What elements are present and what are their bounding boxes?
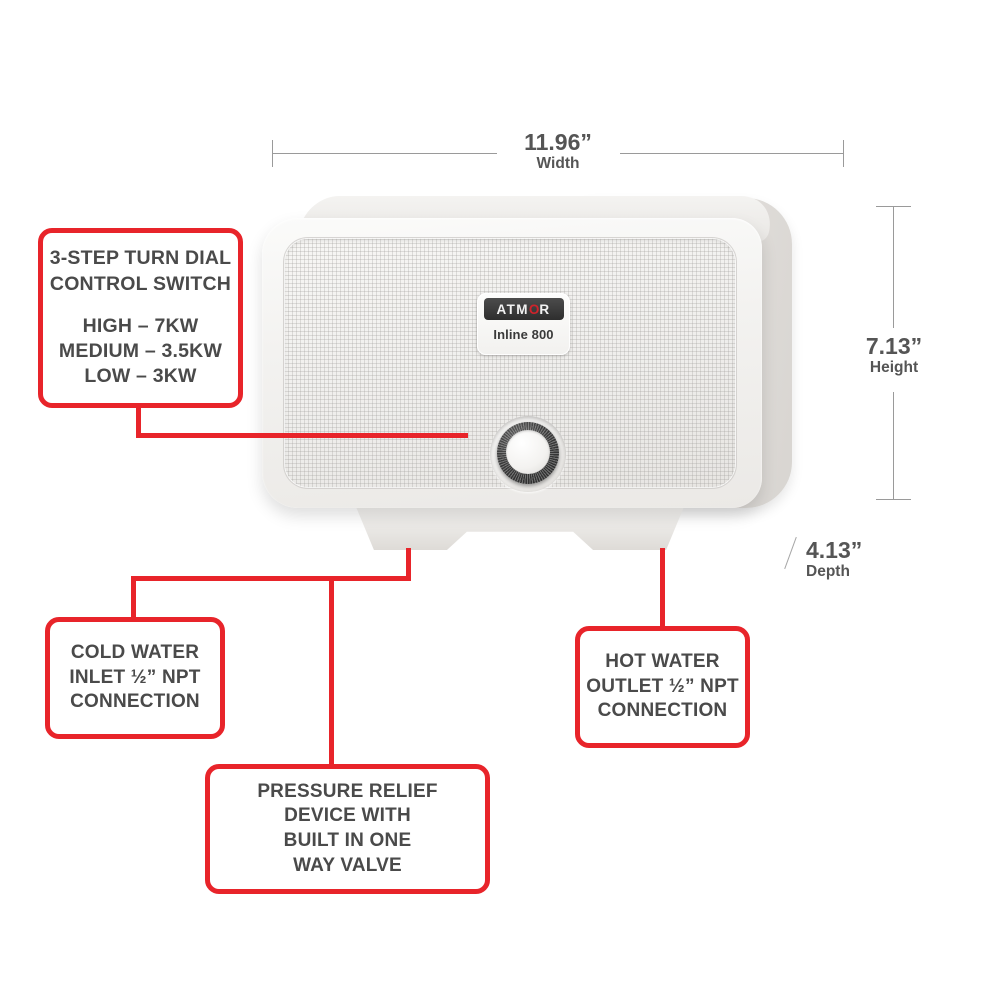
callout-pressure-line-4: WAY VALVE [293,854,402,876]
height-dimension-tick-top [876,206,911,207]
callout-cold-water-inlet: COLD WATER INLET ½” NPT CONNECTION [45,617,225,739]
callout-dial-line-1: 3-STEP TURN DIAL [49,247,232,270]
unit-mounting-bracket [354,502,686,550]
control-dial-bezel [490,416,566,492]
height-value: 7.13” [865,333,923,359]
leader-dial-stub [136,403,141,438]
depth-caption: Depth [806,563,850,581]
control-dial-knob[interactable] [497,422,559,484]
callout-pressure-relief: PRESSURE RELIEF DEVICE WITH BUILT IN ONE… [205,764,490,894]
width-dimension-tick-left [272,140,273,167]
leader-bottom-horizontal [131,576,411,581]
leader-to-hot-water [660,548,665,630]
leader-dial-to-knob [136,433,468,438]
logo-text-start: ATM [496,301,529,317]
height-dimension-label: 7.13” Height [838,334,950,378]
callout-hot-line-1: HOT WATER [605,650,720,672]
logo-accent-o: O [528,301,540,317]
width-dimension-line-right [620,153,843,154]
callout-dial-line-2: CONTROL SWITCH [49,272,232,295]
callout-cold-line-3: CONNECTION [70,691,200,713]
callout-hot-line-2: OUTLET ½” NPT [586,675,739,697]
width-dimension-tick-right [843,140,844,167]
height-dimension-line-top [893,206,894,328]
callout-dial-line-3: HIGH – 7KW [82,314,199,337]
leader-bottom-trunk [406,548,411,581]
depth-dimension-label: 4.13” Depth [806,538,926,582]
callout-cold-line-2: INLET ½” NPT [69,666,201,688]
callout-control-dial: 3-STEP TURN DIAL CONTROL SWITCH HIGH – 7… [38,228,243,408]
width-dimension-line-left [272,153,497,154]
leader-to-cold-water [131,576,136,621]
callout-cold-line-1: COLD WATER [70,641,200,663]
callout-pressure-line-2: DEVICE WITH [284,805,411,827]
height-dimension-tick-bottom [876,499,911,500]
width-dimension-label: 11.96” Width [478,130,638,174]
callout-dial-line-5: LOW – 3KW [84,365,197,388]
callout-hot-line-3: CONNECTION [597,700,728,722]
height-caption: Height [869,359,919,377]
model-name: Inline 800 [493,327,554,342]
callout-dial-line-4: MEDIUM – 3.5KW [58,339,223,362]
callout-hot-water-outlet: HOT WATER OUTLET ½” NPT CONNECTION [575,626,750,748]
callout-pressure-line-3: BUILT IN ONE [283,830,412,851]
leader-to-pressure-relief [329,576,334,768]
logo-text-end: R [539,301,551,317]
depth-value: 4.13” [806,537,863,563]
control-dial-face [506,430,550,474]
width-value: 11.96” [524,129,592,155]
callout-pressure-line-1: PRESSURE RELIEF [257,780,438,802]
height-dimension-line-bottom [893,392,894,500]
width-caption: Width [536,155,580,173]
